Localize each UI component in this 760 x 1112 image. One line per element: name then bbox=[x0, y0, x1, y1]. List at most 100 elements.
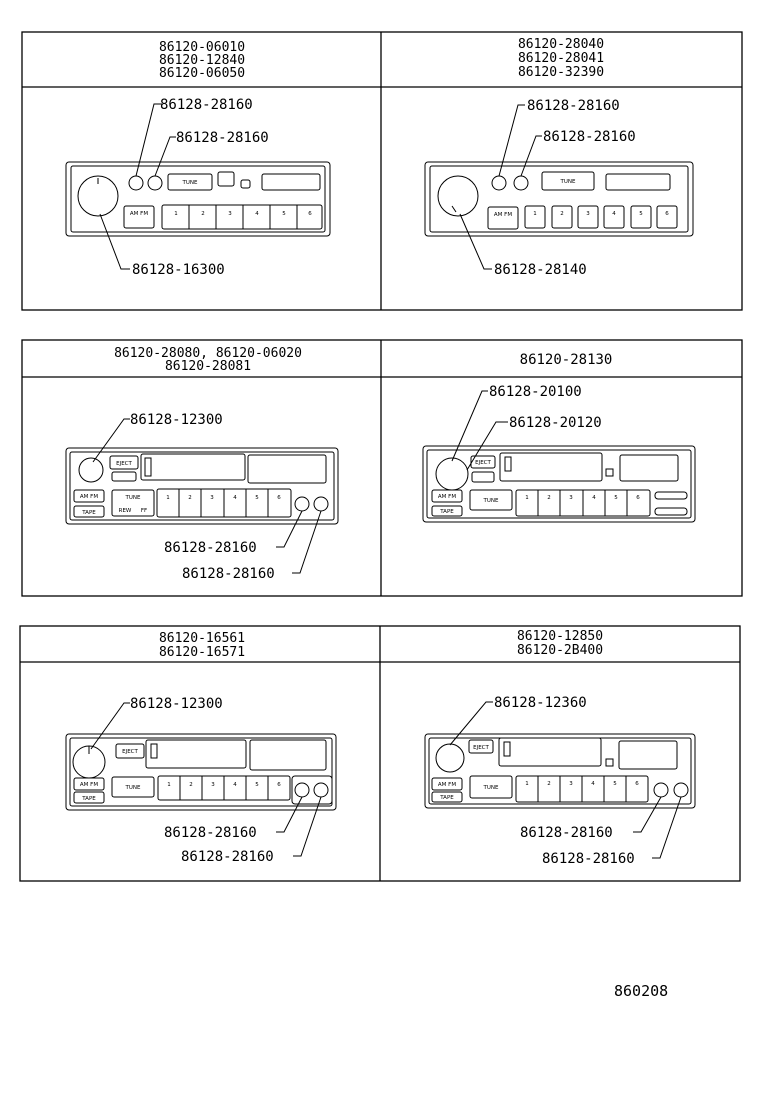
svg-text:2: 2 bbox=[201, 211, 205, 217]
part-number-label: 86128-28160 bbox=[543, 129, 636, 145]
knob-small bbox=[147, 175, 163, 191]
volume-knob bbox=[435, 743, 465, 773]
radio-unit-2: TUNE AM FM 1 2 3 4 5 6 bbox=[424, 161, 694, 237]
svg-text:AM FM: AM FM bbox=[80, 782, 98, 788]
svg-text:4: 4 bbox=[255, 211, 259, 217]
part-number-label: 86128-28160 bbox=[182, 566, 275, 582]
svg-text:5: 5 bbox=[255, 782, 259, 788]
svg-text:EJECT: EJECT bbox=[473, 745, 489, 751]
svg-text:1: 1 bbox=[525, 495, 529, 501]
svg-text:1: 1 bbox=[174, 211, 178, 217]
svg-text:TAPE: TAPE bbox=[81, 796, 96, 802]
svg-text:6: 6 bbox=[308, 211, 312, 217]
panel-5-header: 86120-16561 86120-16571 bbox=[159, 631, 245, 660]
knob-small bbox=[313, 496, 329, 512]
part-number-label: 86128-28160 bbox=[181, 849, 274, 865]
part-number-label: 86128-12360 bbox=[494, 695, 587, 711]
panel-4-callouts: 86128-20100 86128-20120 bbox=[451, 384, 602, 471]
svg-text:5: 5 bbox=[613, 781, 617, 787]
svg-text:TAPE: TAPE bbox=[439, 509, 454, 515]
volume-knob bbox=[78, 457, 104, 483]
part-number-label: 86128-12300 bbox=[130, 412, 223, 428]
part-number-label: 86128-28140 bbox=[494, 262, 587, 278]
svg-text:5: 5 bbox=[639, 211, 643, 217]
svg-text:5: 5 bbox=[255, 495, 259, 501]
svg-text:4: 4 bbox=[592, 495, 596, 501]
part-number-label: 86128-20100 bbox=[489, 384, 582, 400]
svg-text:EJECT: EJECT bbox=[475, 460, 491, 466]
radio-unit-3: EJECT AM FM TAPE TUNE REW FF 1 2 3 4 5 6 bbox=[65, 447, 339, 525]
diagram-reference-number: 860208 bbox=[614, 982, 668, 1000]
header-line: 86120-28041 bbox=[518, 51, 604, 66]
volume-knob bbox=[77, 175, 119, 217]
panel-6-header: 86120-12850 86120-2B400 bbox=[517, 629, 603, 658]
radio-unit-1: TUNE AM FM 1 2 3 4 5 6 bbox=[65, 161, 331, 237]
svg-text:4: 4 bbox=[591, 781, 595, 787]
svg-text:EJECT: EJECT bbox=[122, 749, 138, 755]
knob-small bbox=[513, 175, 529, 191]
svg-text:2: 2 bbox=[188, 495, 192, 501]
svg-text:TUNE: TUNE bbox=[182, 180, 198, 186]
header-line: 86120-12840 bbox=[159, 53, 245, 68]
knob-small bbox=[491, 175, 507, 191]
header-line: 86120-28130 bbox=[520, 352, 613, 368]
header-line: 86120-28081 bbox=[165, 359, 251, 374]
part-number-label: 86128-28160 bbox=[160, 97, 253, 113]
svg-text:4: 4 bbox=[233, 782, 237, 788]
svg-text:2: 2 bbox=[560, 211, 564, 217]
header-line: 86120-16571 bbox=[159, 645, 245, 660]
svg-text:6: 6 bbox=[635, 781, 639, 787]
radio-unit-5: EJECT AM FM TAPE TUNE 1 2 3 4 5 6 bbox=[65, 733, 337, 811]
svg-text:3: 3 bbox=[211, 782, 215, 788]
svg-text:AM FM: AM FM bbox=[438, 782, 456, 788]
grid-row-2 bbox=[21, 339, 743, 597]
header-line: 86120-28080, 86120-06020 bbox=[114, 346, 302, 361]
header-line: 86120-28040 bbox=[518, 37, 604, 52]
grid-row-1 bbox=[21, 31, 743, 311]
part-number-label: 86128-28160 bbox=[542, 851, 635, 867]
part-number-label: 86128-28160 bbox=[527, 98, 620, 114]
svg-text:4: 4 bbox=[233, 495, 237, 501]
svg-text:EJECT: EJECT bbox=[116, 461, 132, 467]
svg-text:TAPE: TAPE bbox=[439, 795, 454, 801]
panel-3-callouts: 86128-12300 86128-28160 86128-28160 bbox=[92, 412, 322, 582]
panel-1-callouts: 86128-28160 86128-28160 86128-16300 bbox=[99, 97, 269, 278]
svg-text:TUNE: TUNE bbox=[125, 495, 141, 501]
svg-text:3: 3 bbox=[569, 781, 573, 787]
svg-text:2: 2 bbox=[547, 781, 551, 787]
svg-text:TUNE: TUNE bbox=[125, 785, 141, 791]
knob-small bbox=[313, 782, 329, 798]
svg-text:FF: FF bbox=[141, 508, 147, 514]
svg-text:TUNE: TUNE bbox=[483, 498, 499, 504]
header-line: 86120-16561 bbox=[159, 631, 245, 646]
preset-buttons bbox=[524, 205, 678, 229]
svg-text:5: 5 bbox=[614, 495, 618, 501]
svg-text:1: 1 bbox=[525, 781, 529, 787]
svg-text:AM FM: AM FM bbox=[494, 212, 512, 218]
header-line: 86120-2B400 bbox=[517, 643, 603, 658]
knob-small bbox=[294, 496, 310, 512]
svg-text:TUNE: TUNE bbox=[483, 785, 499, 791]
part-number-label: 86128-20120 bbox=[509, 415, 602, 431]
header-line: 86120-06050 bbox=[159, 66, 245, 81]
panel-4-header: 86120-28130 bbox=[520, 352, 613, 368]
panel-5-callouts: 86128-12300 86128-28160 86128-28160 bbox=[90, 696, 322, 865]
header-line: 86120-32390 bbox=[518, 65, 604, 80]
panel-2-header: 86120-28040 86120-28041 86120-32390 bbox=[518, 37, 604, 80]
knob-small bbox=[653, 782, 669, 798]
svg-text:5: 5 bbox=[282, 211, 286, 217]
svg-text:AM FM: AM FM bbox=[80, 494, 98, 500]
svg-text:6: 6 bbox=[277, 495, 281, 501]
svg-text:AM FM: AM FM bbox=[130, 211, 148, 217]
panel-3-header: 86120-28080, 86120-06020 86120-28081 bbox=[114, 346, 302, 374]
svg-text:6: 6 bbox=[665, 211, 669, 217]
svg-text:4: 4 bbox=[612, 211, 616, 217]
knob-small bbox=[294, 782, 310, 798]
svg-text:1: 1 bbox=[533, 211, 537, 217]
panel-2-callouts: 86128-28160 86128-28160 86128-28140 bbox=[459, 98, 636, 278]
part-number-label: 86128-28160 bbox=[520, 825, 613, 841]
svg-text:1: 1 bbox=[167, 782, 171, 788]
svg-text:6: 6 bbox=[636, 495, 640, 501]
svg-text:TAPE: TAPE bbox=[81, 510, 96, 516]
